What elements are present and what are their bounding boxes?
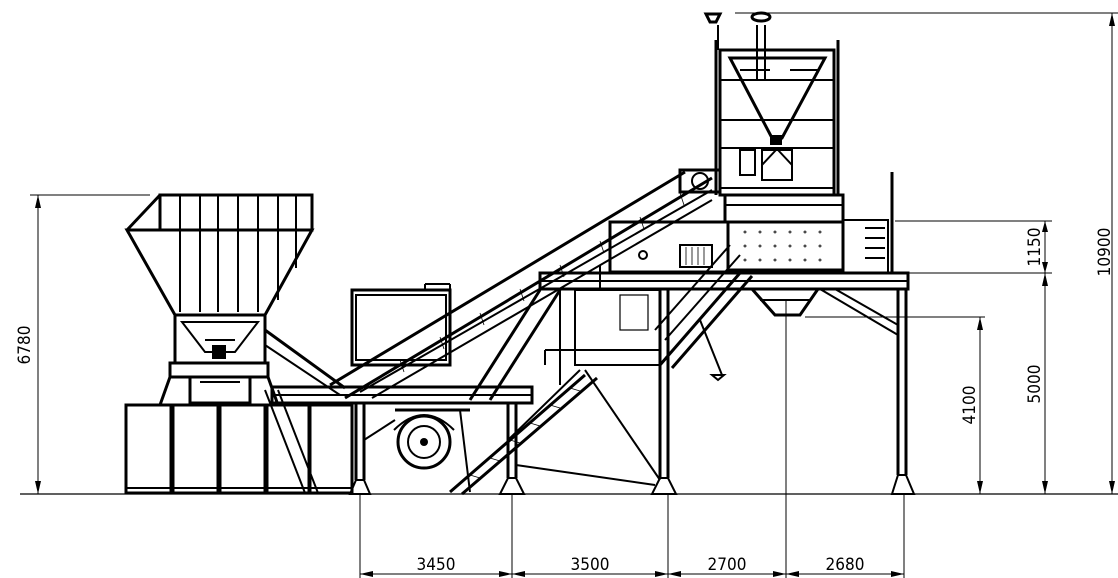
- dim-span-4: 2680: [826, 555, 865, 575]
- dim-span-1: 3450: [417, 555, 456, 575]
- dim-span-2: 3500: [571, 555, 610, 575]
- dim-total-height: 10900: [1095, 228, 1115, 277]
- batching-tower: [703, 11, 845, 224]
- mixer-platform: [608, 172, 894, 317]
- dimension-lines: [30, 12, 1118, 578]
- dim-mixer-height: 1150: [1025, 228, 1045, 267]
- inclined-belt-conveyor: [329, 168, 722, 401]
- dim-discharge-height: 4100: [960, 386, 980, 425]
- support-legs: [348, 288, 916, 496]
- control-cabin: [350, 283, 452, 367]
- dimension-labels: 6780 10900 1150 5000 4100 3450 3500 2700…: [15, 228, 1115, 575]
- access-stairs: [654, 244, 754, 382]
- dim-span-3: 2700: [708, 555, 747, 575]
- dim-bin-height: 6780: [15, 326, 35, 365]
- dim-platform-height: 5000: [1025, 365, 1045, 404]
- aggregate-bin: [124, 193, 354, 495]
- axle-wheel: [393, 408, 470, 470]
